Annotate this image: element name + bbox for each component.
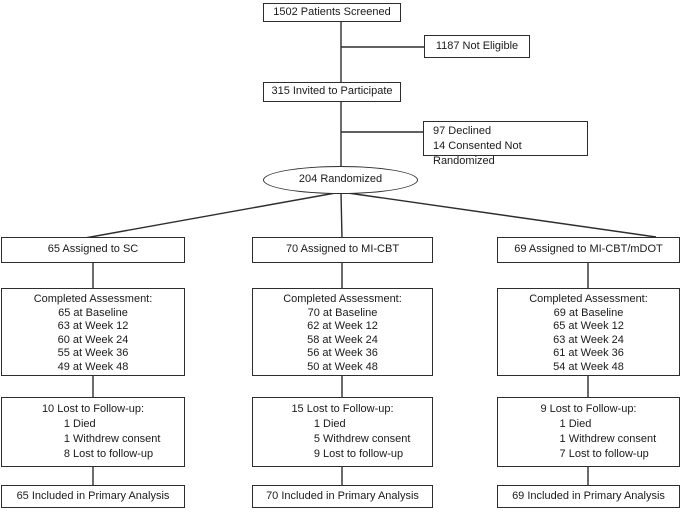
- completed-assessment-box-micbt-mdot: Completed Assessment: 69 at Baseline 65 …: [497, 288, 680, 376]
- completed-line: 50 at Week 48: [307, 360, 378, 373]
- connector-randomized-micbt: [340, 192, 343, 239]
- not-eligible-box: 1187 Not Eligible: [424, 35, 530, 58]
- completed-assessment-box-micbt: Completed Assessment: 70 at Baseline 62 …: [252, 288, 433, 376]
- completed-line: 60 at Week 24: [57, 333, 129, 346]
- primary-analysis-box-micbt-mdot: 69 Included in Primary Analysis: [497, 485, 680, 508]
- consented-not-randomized-line: 14 Consented Not Randomized: [433, 140, 522, 167]
- completed-line: 63 at Week 24: [553, 333, 624, 346]
- primary-analysis-box-micbt: 70 Included in Primary Analysis: [252, 485, 433, 508]
- completed-line: 58 at Week 24: [307, 333, 378, 346]
- lost-line: 1 Withdrew consent: [559, 433, 657, 445]
- connector-randomized-sc: [84, 191, 342, 239]
- completed-line: 69 at Baseline: [553, 306, 624, 319]
- completed-line: 65 at Week 12: [553, 320, 624, 333]
- assigned-box-micbt: 70 Assigned to MI-CBT: [252, 237, 433, 263]
- completed-line: 65 at Baseline: [58, 306, 128, 319]
- lost-detail-list: 1 Died 1 Withdrew consent 8 Lost to foll…: [2, 417, 184, 462]
- declined-box: 97 Declined 14 Consented Not Randomized: [423, 121, 588, 167]
- lost-line: 8 Lost to follow-up: [63, 448, 154, 460]
- completed-line: 54 at Week 48: [553, 360, 624, 373]
- assigned-box-micbt-mdot: 69 Assigned to MI-CBT/mDOT: [497, 237, 680, 263]
- completed-header: Completed Assessment:: [529, 293, 648, 305]
- primary-analysis-box-sc: 65 Included in Primary Analysis: [1, 485, 185, 508]
- screened-box: 1502 Patients Screened: [263, 3, 401, 22]
- lost-line: 1 Died: [313, 418, 346, 430]
- completed-line: 63 at Week 12: [57, 320, 129, 333]
- connector-randomized-mdot: [340, 191, 657, 238]
- lost-line: 5 Withdrew consent: [313, 433, 411, 445]
- lost-to-followup-box-micbt-mdot: 9 Lost to Follow-up: 1 Died 1 Withdrew c…: [497, 397, 680, 467]
- completed-line: 62 at Week 12: [307, 320, 378, 333]
- lost-line: 1 Died: [63, 418, 96, 430]
- completed-header: Completed Assessment:: [33, 293, 153, 305]
- lost-line: 1 Withdrew consent: [63, 433, 161, 445]
- assigned-box-sc: 65 Assigned to SC: [1, 237, 185, 263]
- lost-header: 10 Lost to Follow-up:: [41, 403, 145, 415]
- lost-to-followup-box-micbt: 15 Lost to Follow-up: 1 Died 5 Withdrew …: [252, 397, 433, 467]
- completed-line: 49 at Week 48: [57, 360, 129, 373]
- declined-line: 97 Declined: [433, 125, 492, 137]
- randomized-ellipse: 204 Randomized: [263, 166, 418, 194]
- completed-line: 70 at Baseline: [307, 306, 378, 319]
- lost-line: 7 Lost to follow-up: [559, 448, 649, 460]
- lost-to-followup-box-sc: 10 Lost to Follow-up: 1 Died 1 Withdrew …: [1, 397, 185, 467]
- lost-line: 1 Died: [559, 418, 592, 430]
- completed-line: 61 at Week 36: [553, 347, 624, 360]
- completed-line: 56 at Week 36: [307, 347, 378, 360]
- lost-detail-list: 1 Died 1 Withdrew consent 7 Lost to foll…: [498, 417, 679, 462]
- completed-assessment-box-sc: Completed Assessment: 65 at Baseline 63 …: [1, 288, 185, 376]
- lost-header: 9 Lost to Follow-up:: [540, 403, 637, 415]
- completed-header: Completed Assessment:: [283, 293, 402, 305]
- lost-detail-list: 1 Died 5 Withdrew consent 9 Lost to foll…: [253, 417, 432, 462]
- lost-line: 9 Lost to follow-up: [313, 448, 404, 460]
- lost-header: 15 Lost to Follow-up:: [291, 403, 394, 415]
- completed-line: 55 at Week 36: [57, 347, 129, 360]
- invited-box: 315 Invited to Participate: [263, 82, 401, 102]
